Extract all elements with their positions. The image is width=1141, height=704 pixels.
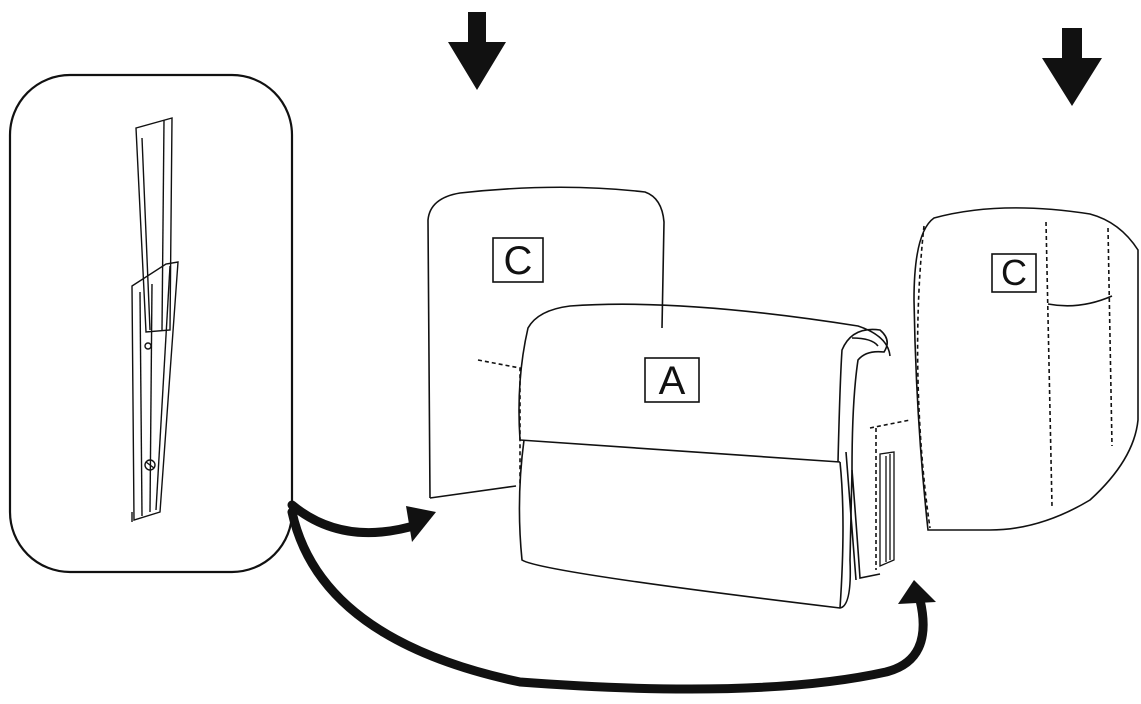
down-arrow-right-icon — [1042, 28, 1102, 106]
left-arm-label-box — [492, 237, 544, 283]
bracket-icon — [131, 117, 179, 522]
center-seat-piece — [518, 303, 911, 609]
right-arm-label-box — [991, 253, 1037, 293]
curved-arrow-to-seat-icon — [287, 507, 936, 694]
right-arm-piece — [913, 207, 1139, 531]
right-arm-label: C — [1001, 252, 1027, 293]
left-arm-label: C — [504, 239, 533, 283]
curved-arrow-to-left-arm-icon — [287, 500, 436, 542]
center-seat-label-box — [644, 357, 700, 403]
down-arrow-left-icon — [448, 12, 506, 90]
bracket-detail-callout — [8, 73, 294, 574]
mounted-bracket-icon — [879, 451, 895, 567]
left-arm-piece — [427, 186, 665, 499]
center-seat-label: A — [659, 359, 686, 403]
